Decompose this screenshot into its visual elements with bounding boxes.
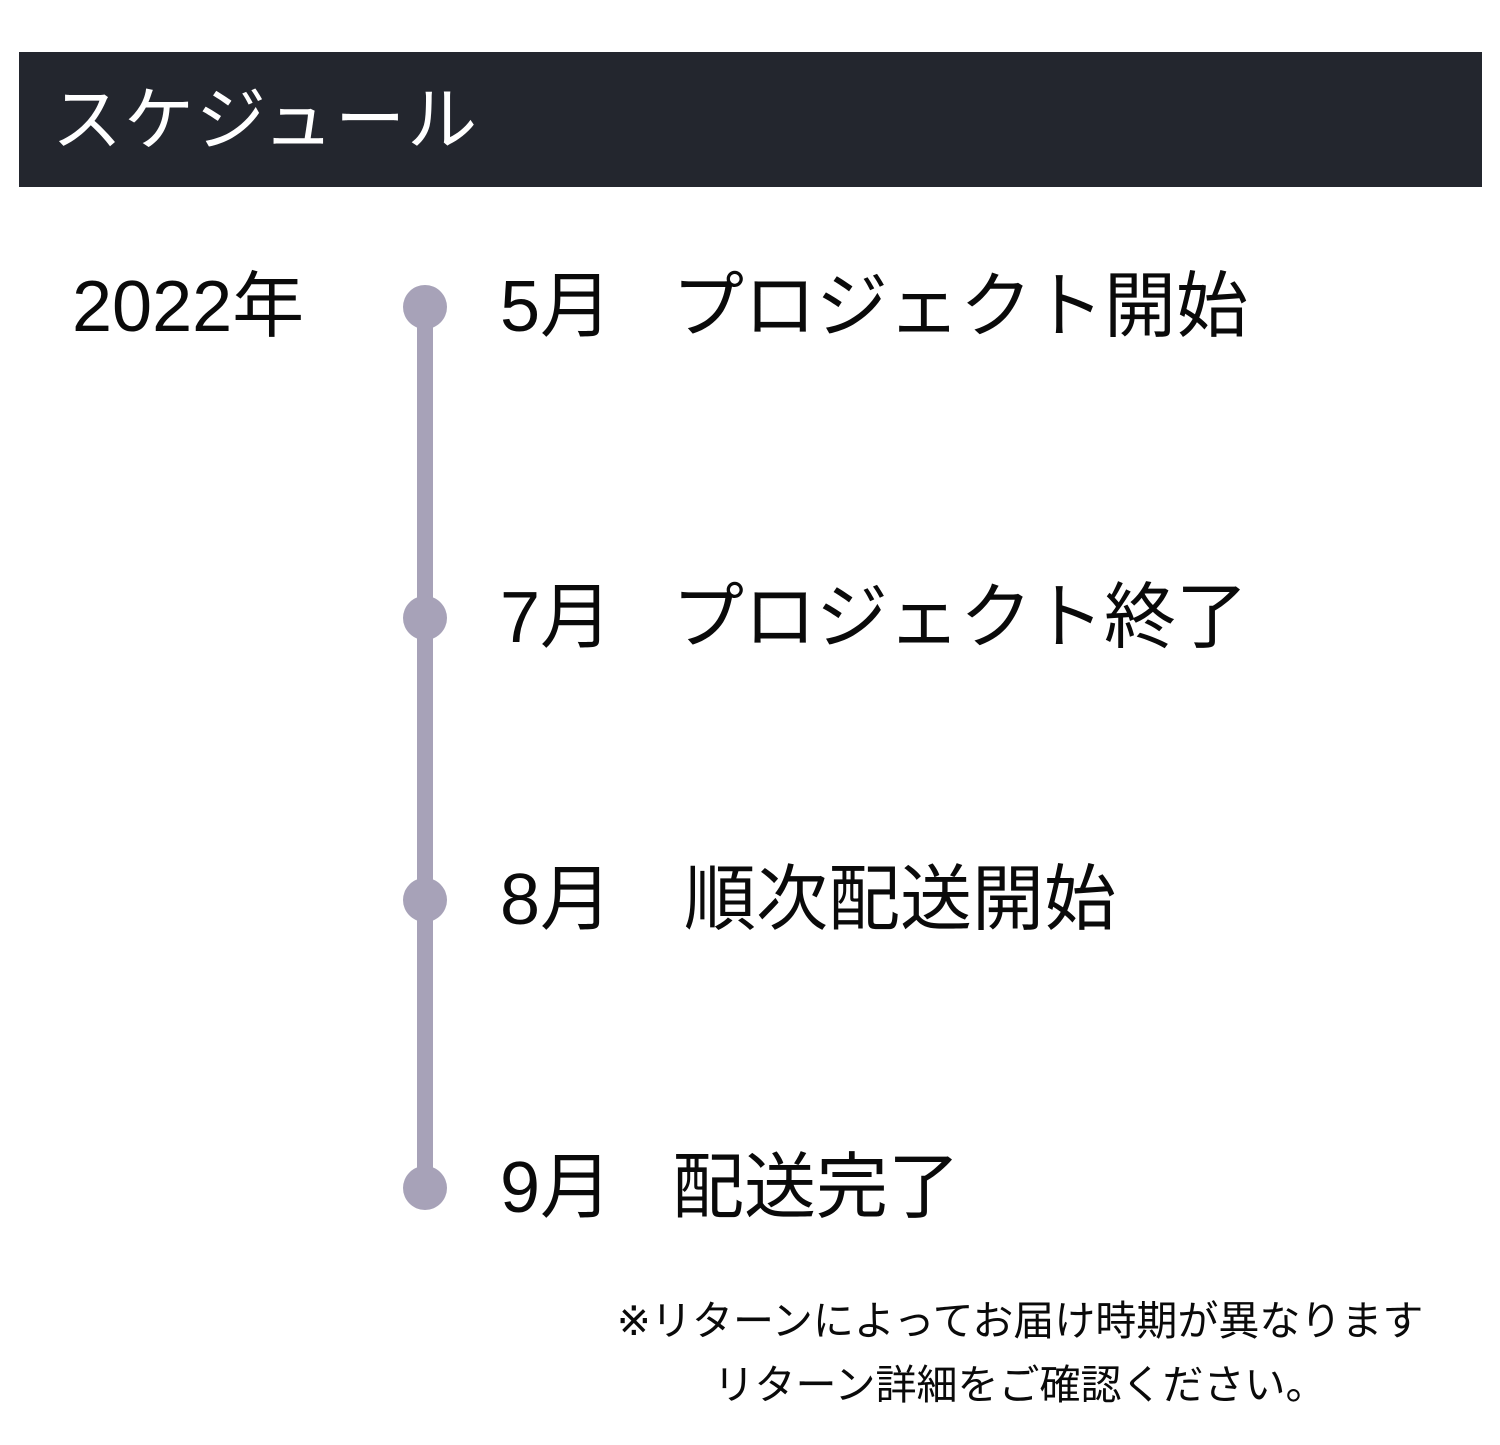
timeline-event-label: プロジェクト開始 xyxy=(672,267,1249,347)
timeline-dot-may xyxy=(403,285,447,329)
timeline-month: 5月 xyxy=(500,267,613,347)
page-title: スケジュール xyxy=(52,80,480,159)
timeline-item-august: 8月 順次配送開始 xyxy=(500,853,1116,947)
timeline-event-label: プロジェクト終了 xyxy=(672,578,1249,658)
timeline-event-label: 順次配送開始 xyxy=(684,860,1117,940)
timeline-item-september: 9月 配送完了 xyxy=(500,1141,960,1235)
timeline-year-label: 2022年 xyxy=(72,267,305,347)
timeline-line xyxy=(417,307,433,1188)
footnote-line-1: ※リターンによってお届け時期が異なります xyxy=(616,1298,1424,1344)
footnote-line-2: リターン詳細をご確認ください。 xyxy=(713,1361,1327,1408)
timeline-event-label: 配送完了 xyxy=(672,1148,961,1228)
timeline-item-july: 7月 プロジェクト終了 xyxy=(500,571,1248,665)
header-bar: スケジュール xyxy=(19,52,1482,187)
timeline-month: 7月 xyxy=(500,578,613,658)
timeline-dot-august xyxy=(403,878,447,922)
footnote: ※リターンによってお届け時期が異なります リターン詳細をご確認ください。 xyxy=(540,1290,1500,1417)
timeline-dot-september xyxy=(403,1166,447,1210)
timeline-month: 8月 xyxy=(500,860,613,940)
timeline-month: 9月 xyxy=(500,1148,613,1228)
timeline-dot-july xyxy=(403,596,447,640)
timeline-item-may: 5月 プロジェクト開始 xyxy=(500,260,1248,354)
